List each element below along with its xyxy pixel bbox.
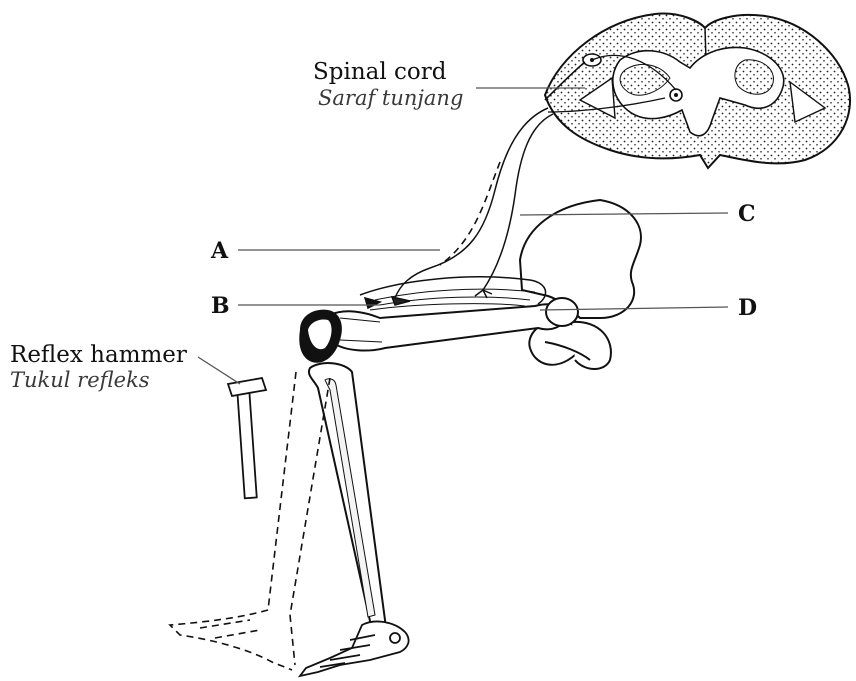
foot: [300, 621, 409, 676]
lower-leg-bones: [309, 363, 385, 631]
label-c: C: [738, 203, 756, 225]
label-d: D: [738, 297, 757, 319]
hip-bone: [520, 200, 641, 369]
reflex-hammer-leader: [198, 357, 240, 384]
spinal-cord-cross-section: [545, 13, 850, 168]
spinal-cord-malay-label: Saraf tunjang: [318, 88, 463, 109]
label-a: A: [211, 240, 228, 262]
label-b: B: [211, 295, 230, 317]
reflex-hammer-label: Reflex hammer: [10, 344, 187, 367]
thigh-muscle: [360, 277, 546, 310]
reflex-hammer: [228, 378, 266, 498]
kneecap: [299, 310, 342, 363]
spinal-cord-label: Spinal cord: [313, 61, 446, 84]
reflex-hammer-malay-label: Tukul refleks: [10, 370, 150, 391]
